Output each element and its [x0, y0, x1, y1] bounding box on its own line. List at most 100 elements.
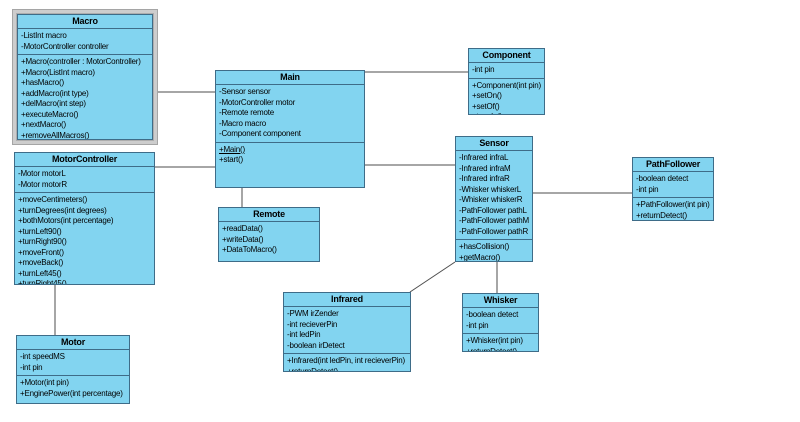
method-row: +Whisker(int pin): [466, 336, 523, 345]
class-methods: +Component(int pin)+setOn()+setOf()+togg…: [469, 79, 544, 115]
class-title: Main: [216, 71, 364, 85]
method-row: +turnRight90(): [18, 237, 67, 246]
method-row: +readData(): [222, 224, 263, 233]
method-row: +toggle(): [472, 112, 542, 114]
attribute-row: -Whisker whiskerR: [459, 195, 523, 204]
attribute-row: -PathFollower pathL: [459, 205, 527, 215]
class-title: Sensor: [456, 137, 532, 151]
method-row: +hasCollision(): [459, 242, 510, 251]
uml-class-whisker[interactable]: Whisker -boolean detect-int pin +Whisker…: [462, 293, 539, 352]
attribute-row: -int pin: [466, 320, 489, 330]
method-row: +bothMotors(int percentage): [18, 216, 114, 225]
method-row: +moveCentimeters(): [18, 195, 88, 204]
method-row: +getMacro(): [459, 252, 501, 262]
method-row: +returnDetect(): [636, 210, 688, 220]
class-title: PathFollower: [633, 158, 713, 172]
attribute-row: -Component component: [219, 129, 301, 138]
attribute-row: -MotorController motor: [219, 97, 296, 107]
uml-class-sensor[interactable]: Sensor -Infrared infraL-Infrared infraM-…: [455, 136, 533, 262]
method-row: +Infrared(int ledPin, int recieverPin): [287, 356, 406, 365]
method-row: +turnLeft90(): [18, 226, 62, 236]
method-row: +moveFront(): [18, 247, 64, 257]
class-methods: +hasCollision()+getMacro(): [456, 240, 532, 262]
method-row: +nextMacro(): [21, 120, 66, 129]
uml-class-remote[interactable]: Remote +readData()+writeData()+DataToMac…: [218, 207, 320, 262]
class-methods: +Main()+start(): [216, 143, 364, 168]
attribute-row: -MotorController controller: [21, 41, 109, 51]
method-row: +moveBack(): [18, 258, 64, 267]
method-row: +EnginePower(int percentage): [20, 388, 123, 398]
class-attributes: -ListInt macro-MotorController controlle…: [18, 29, 152, 55]
method-row: +Component(int pin): [472, 80, 541, 90]
method-row: +writeData(): [222, 234, 264, 244]
method-row: +executeMacro(): [21, 109, 79, 119]
method-row: +Motor(int pin): [20, 378, 69, 387]
attribute-row: -int speedMS: [20, 352, 65, 361]
method-row: +turnRight45(): [18, 279, 67, 285]
method-row: +setOn(): [472, 91, 502, 100]
uml-class-main[interactable]: Main -Sensor sensor-MotorController moto…: [215, 70, 365, 188]
method-row: +PathFollower(int pin): [636, 200, 710, 209]
attribute-row: -int recieverPin: [287, 319, 338, 329]
attribute-row: -boolean detect: [636, 174, 689, 183]
method-row: +Macro(controller : MotorController): [21, 57, 141, 66]
uml-class-component[interactable]: Component -int pin +Component(int pin)+s…: [468, 48, 545, 115]
attribute-row: -Remote remote: [219, 108, 274, 117]
class-title: MotorController: [15, 153, 154, 167]
class-title: Motor: [17, 336, 129, 350]
uml-class-pathfollower[interactable]: PathFollower -boolean detect-int pin +Pa…: [632, 157, 714, 221]
attribute-row: -Infrared infraM: [459, 163, 511, 173]
method-row: +hasMacro(): [21, 78, 64, 87]
attribute-row: -int pin: [472, 65, 495, 74]
attribute-row: -int pin: [636, 184, 659, 194]
attribute-row: -int pin: [20, 362, 43, 372]
method-row: +addMacro(int type): [21, 88, 89, 98]
uml-class-macro[interactable]: Macro -ListInt macro-MotorController con…: [17, 14, 153, 140]
attribute-row: -Whisker whiskerL: [459, 184, 521, 194]
attribute-row: -ListInt macro: [21, 31, 67, 40]
class-attributes: -Sensor sensor-MotorController motor-Rem…: [216, 85, 364, 143]
attribute-row: -PathFollower pathR: [459, 226, 529, 236]
method-row: +turnLeft45(): [18, 268, 62, 278]
attribute-row: -Macro macro: [219, 118, 266, 128]
attribute-row: -PathFollower pathM: [459, 216, 530, 225]
class-methods: +Whisker(int pin)+returnDetect(): [463, 334, 538, 351]
method-row: +setOf(): [472, 101, 500, 111]
class-attributes: -PWM irZender-int recieverPin-int ledPin…: [284, 307, 410, 354]
uml-class-motor[interactable]: Motor -int speedMS-int pin +Motor(int pi…: [16, 335, 130, 404]
class-title: Infrared: [284, 293, 410, 307]
class-title: Whisker: [463, 294, 538, 308]
method-row: +removeAllMacros(): [21, 130, 90, 140]
attribute-row: -Infrared infraL: [459, 153, 509, 162]
class-methods: +moveCentimeters()+turnDegrees(int degre…: [15, 193, 154, 285]
class-methods: +readData()+writeData()+DataToMacro(): [219, 222, 319, 258]
class-methods: +Macro(controller : MotorController)+Mac…: [18, 55, 152, 140]
attribute-row: -Infrared infraR: [459, 174, 510, 183]
attribute-row: -Motor motorR: [18, 179, 67, 189]
class-methods: +Infrared(int ledPin, int recieverPin)+r…: [284, 354, 410, 372]
connector-sensor-infrared[interactable]: [409, 261, 456, 293]
attribute-row: -Motor motorL: [18, 169, 66, 178]
uml-class-motorcontroller[interactable]: MotorController -Motor motorL-Motor moto…: [14, 152, 155, 285]
method-row: +returnDetect(): [287, 366, 339, 372]
method-row: +Macro(ListInt macro): [21, 67, 95, 77]
class-attributes: -Infrared infraL-Infrared infraM-Infrare…: [456, 151, 532, 240]
method-row: +turnDegrees(int degrees): [18, 205, 107, 215]
method-row: +Main(): [219, 144, 245, 154]
attribute-row: -int ledPin: [287, 330, 321, 339]
attribute-row: -boolean detect: [466, 310, 519, 319]
method-row: +delMacro(int step): [21, 99, 86, 108]
class-attributes: -Motor motorL-Motor motorR: [15, 167, 154, 193]
attribute-row: -PWM irZender: [287, 309, 339, 318]
method-row: +start(): [219, 155, 243, 164]
method-row: +DataToMacro(): [222, 245, 277, 254]
class-attributes: -int speedMS-int pin: [17, 350, 129, 376]
class-methods: +PathFollower(int pin)+returnDetect(): [633, 198, 713, 220]
class-attributes: -boolean detect-int pin: [463, 308, 538, 334]
uml-class-infrared[interactable]: Infrared -PWM irZender-int recieverPin-i…: [283, 292, 411, 372]
attribute-row: -Sensor sensor: [219, 87, 271, 96]
class-title: Macro: [18, 15, 152, 29]
class-title: Component: [469, 49, 544, 63]
class-methods: +Motor(int pin)+EnginePower(int percenta…: [17, 376, 129, 401]
